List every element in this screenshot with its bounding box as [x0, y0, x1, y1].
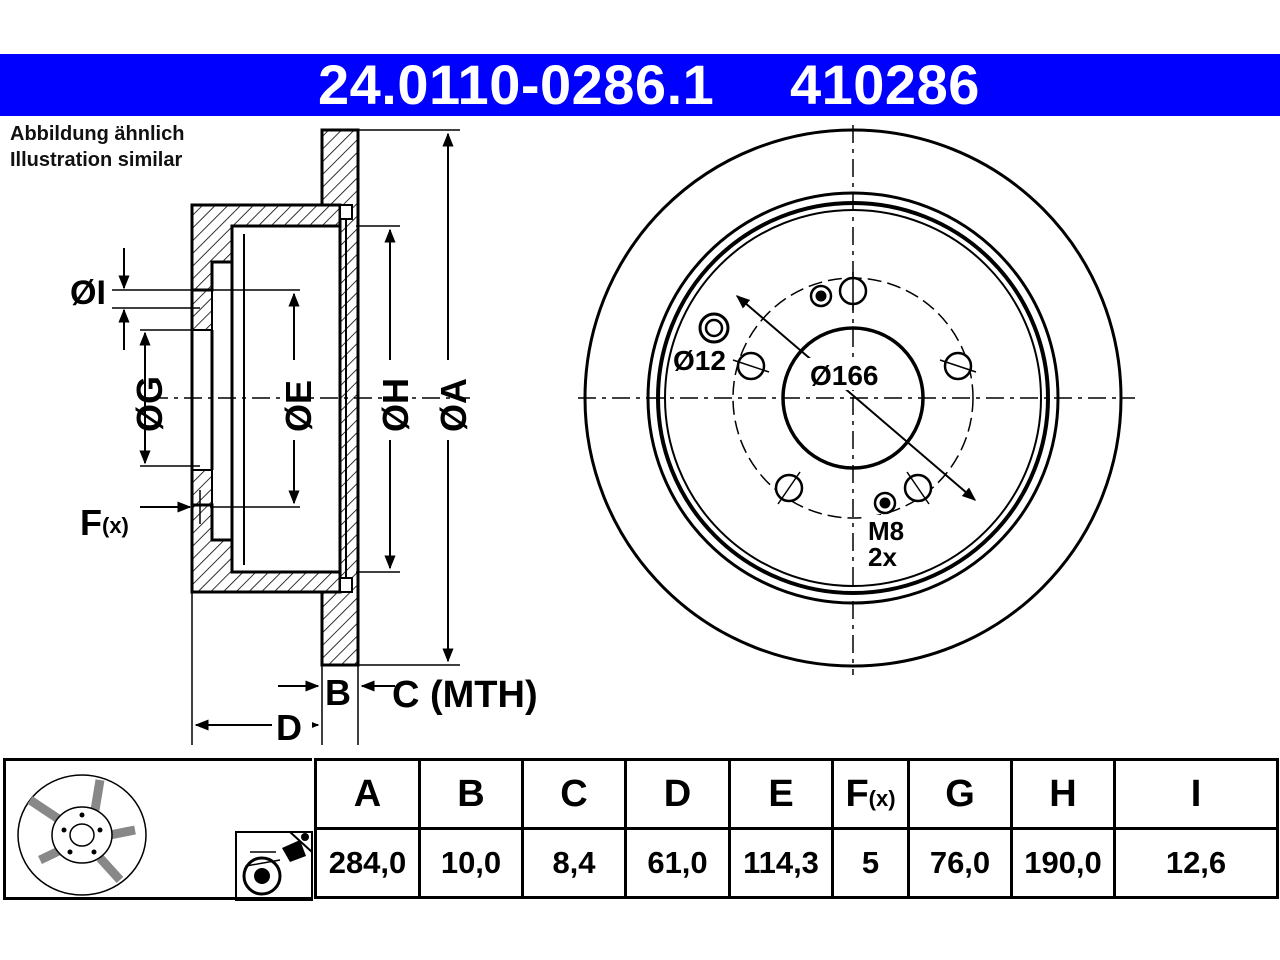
value-E: 114,3: [728, 827, 834, 899]
header-H: H: [1010, 758, 1116, 830]
value-B: 10,0: [418, 827, 524, 899]
hat-section-lower: [190, 503, 342, 594]
label-D: D: [276, 707, 302, 748]
header-I: I: [1113, 758, 1279, 830]
part-number: 24.0110-0286.1: [318, 53, 715, 116]
value-D: 61,0: [624, 827, 731, 899]
label-F: F(x): [80, 502, 129, 543]
label-dia-E: ØE: [278, 380, 319, 432]
hole-12: [698, 312, 730, 344]
label-thread-count: 2x: [868, 542, 897, 572]
disc-outer-edge: [583, 128, 1123, 668]
caliper-coating-icon: [235, 831, 313, 901]
label-dia-A: ØA: [433, 378, 474, 432]
label-dia-G: ØG: [129, 376, 170, 432]
title-bar: 24.0110-0286.1 410286: [0, 54, 1280, 116]
value-I: 12,6: [1113, 827, 1279, 899]
note-illustration-en: Illustration similar: [10, 149, 183, 171]
label-thread: M8: [868, 516, 904, 546]
side-section-view: ØI ØG F(x) ØE ØH ØA B: [70, 128, 538, 748]
brake-disc-thumbnail-icon: [17, 774, 147, 896]
label-dia-I: ØI: [70, 274, 106, 312]
header-F: F(x): [831, 758, 910, 830]
label-pcd: Ø166: [810, 360, 879, 391]
header-G: G: [907, 758, 1013, 830]
reference-number: 410286: [790, 53, 980, 116]
front-view: Ø12 Ø166 M8 2x: [578, 125, 1135, 675]
header-B: B: [418, 758, 524, 830]
header-C: C: [521, 758, 627, 830]
label-B: B: [325, 672, 351, 713]
value-C: 8,4: [521, 827, 627, 899]
header-E: E: [728, 758, 834, 830]
header-D: D: [624, 758, 731, 830]
value-H: 190,0: [1010, 827, 1116, 899]
note-illustration-de: Abbildung ähnlich: [10, 123, 185, 145]
value-A: 284,0: [314, 827, 421, 899]
label-C: C (MTH): [392, 674, 538, 716]
value-G: 76,0: [907, 827, 1013, 899]
value-F: 5: [831, 827, 910, 899]
hat-section: [190, 203, 342, 292]
label-dia-H: ØH: [375, 378, 416, 432]
thumbnail-panel: [3, 758, 312, 900]
label-bolt-hole: Ø12: [673, 345, 726, 376]
header-A: A: [314, 758, 421, 830]
spec-table: A B C D E F(x) G H I 284,0 10,0 8,4 61,0…: [314, 758, 1279, 899]
